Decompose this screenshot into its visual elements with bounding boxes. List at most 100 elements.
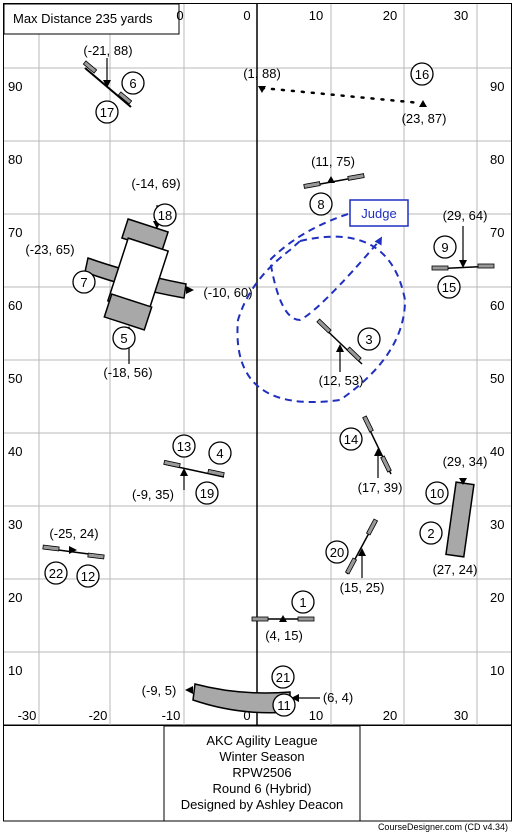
jump-3: [316, 318, 363, 372]
header-box: [3, 3, 180, 35]
season-name: Winter Season: [219, 749, 304, 764]
course-code: RPW2506: [232, 765, 291, 780]
x-label-top-10: 10: [309, 8, 323, 23]
x-label-bottom-30: 30: [454, 708, 468, 723]
svg-text:40: 40: [490, 444, 504, 459]
svg-text:90: 90: [490, 79, 504, 94]
x-label-top-0: 0: [243, 8, 250, 23]
svg-text:11: 11: [277, 698, 291, 713]
svg-text:(23, 87): (23, 87): [402, 111, 447, 126]
x-label-bottom-neg30: -30: [18, 708, 37, 723]
coordinate-labels: (-21, 88) (1, 88) (23, 87) (11, 75) (-14…: [25, 43, 487, 705]
judge-path: [236, 213, 407, 404]
software-credit: CourseDesigner.com (CD v4.34): [378, 822, 508, 832]
svg-text:2: 2: [427, 526, 434, 541]
jump-9-15: [431, 226, 495, 271]
svg-text:(-9, 5): (-9, 5): [142, 683, 177, 698]
svg-text:(1, 88): (1, 88): [243, 66, 281, 81]
svg-text:10: 10: [430, 486, 444, 501]
svg-text:22: 22: [49, 566, 63, 581]
svg-text:(15, 25): (15, 25): [340, 580, 385, 595]
x-label-bottom-0: 0: [243, 708, 250, 723]
x-label-top-20: 20: [383, 8, 397, 23]
jump-4-13-19: [163, 459, 225, 490]
svg-text:(27, 24): (27, 24): [433, 562, 478, 577]
svg-text:30: 30: [490, 517, 504, 532]
svg-text:20: 20: [8, 590, 22, 605]
svg-text:(17, 39): (17, 39): [358, 480, 403, 495]
x-label-bottom-neg10: -10: [162, 708, 181, 723]
svg-text:80: 80: [8, 152, 22, 167]
x-label-bottom-20: 20: [383, 708, 397, 723]
obstacle-number-labels: 1 2 3 4 5 6 7 8 9 10 11 12 13 14 15 16 1…: [49, 67, 456, 713]
lead-out-16: [258, 86, 427, 107]
svg-text:(-9, 35): (-9, 35): [132, 487, 174, 502]
jump-8: [303, 173, 365, 189]
svg-text:90: 90: [8, 79, 22, 94]
svg-text:8: 8: [317, 197, 324, 212]
svg-text:50: 50: [490, 371, 504, 386]
svg-text:40: 40: [8, 444, 22, 459]
svg-text:16: 16: [415, 67, 429, 82]
svg-text:20: 20: [490, 590, 504, 605]
svg-text:10: 10: [490, 663, 504, 678]
svg-text:(29, 34): (29, 34): [443, 454, 488, 469]
svg-text:(-10, 60): (-10, 60): [203, 285, 252, 300]
jump-14: [362, 415, 392, 478]
info-box: [163, 725, 361, 822]
svg-text:3: 3: [365, 332, 372, 347]
designer-name: Designed by Ashley Deacon: [181, 797, 344, 812]
svg-text:70: 70: [8, 225, 22, 240]
svg-text:70: 70: [490, 225, 504, 240]
judge-label: Judge: [361, 206, 396, 221]
svg-text:(29, 64): (29, 64): [443, 208, 488, 223]
svg-text:6: 6: [129, 76, 136, 91]
svg-text:4: 4: [216, 446, 223, 461]
tunnel-2-10: [445, 478, 475, 558]
svg-text:(-14, 69): (-14, 69): [131, 176, 180, 191]
svg-text:(6, 4): (6, 4): [323, 690, 353, 705]
round-name: Round 6 (Hybrid): [213, 781, 312, 796]
jump-12-22: [42, 544, 105, 560]
svg-text:17: 17: [100, 105, 114, 120]
svg-text:50: 50: [8, 371, 22, 386]
svg-text:18: 18: [158, 208, 172, 223]
x-label-top-30: 30: [454, 8, 468, 23]
jump-6-17: [82, 58, 133, 108]
svg-text:5: 5: [120, 331, 127, 346]
svg-text:(4, 15): (4, 15): [265, 628, 303, 643]
svg-text:1: 1: [299, 595, 306, 610]
jump-1: [251, 615, 315, 622]
tunnel-11-21: [185, 683, 320, 714]
x-label-bottom-10: 10: [309, 708, 323, 723]
tunnel-5-18: [103, 205, 170, 364]
svg-text:(11, 75): (11, 75): [311, 154, 355, 169]
svg-text:7: 7: [80, 275, 87, 290]
svg-text:60: 60: [490, 298, 504, 313]
x-label-top-partial: 0: [176, 8, 183, 23]
svg-text:(-21, 88): (-21, 88): [83, 43, 132, 58]
league-name: AKC Agility League: [206, 733, 317, 748]
jump-20: [344, 518, 379, 578]
svg-text:(-25, 24): (-25, 24): [49, 526, 98, 541]
svg-text:21: 21: [276, 670, 290, 685]
svg-text:60: 60: [8, 298, 22, 313]
obstacle-numbers: [44, 62, 461, 717]
x-label-bottom-neg20: -20: [89, 708, 108, 723]
judge-box: [349, 199, 409, 227]
y-axis-labels: 90 80 70 60 50 40 30 20 10 90 80 70 60 5…: [8, 79, 504, 678]
svg-text:15: 15: [442, 280, 456, 295]
svg-text:10: 10: [8, 663, 22, 678]
svg-text:(-23, 65): (-23, 65): [25, 242, 74, 257]
svg-text:(-18, 56): (-18, 56): [103, 365, 152, 380]
svg-text:9: 9: [441, 240, 448, 255]
svg-text:80: 80: [490, 152, 504, 167]
svg-text:14: 14: [344, 432, 358, 447]
max-distance-label: Max Distance 235 yards: [13, 11, 153, 26]
svg-text:(12, 53): (12, 53): [319, 373, 364, 388]
svg-text:20: 20: [330, 545, 344, 560]
svg-text:19: 19: [200, 486, 214, 501]
svg-text:13: 13: [177, 439, 191, 454]
